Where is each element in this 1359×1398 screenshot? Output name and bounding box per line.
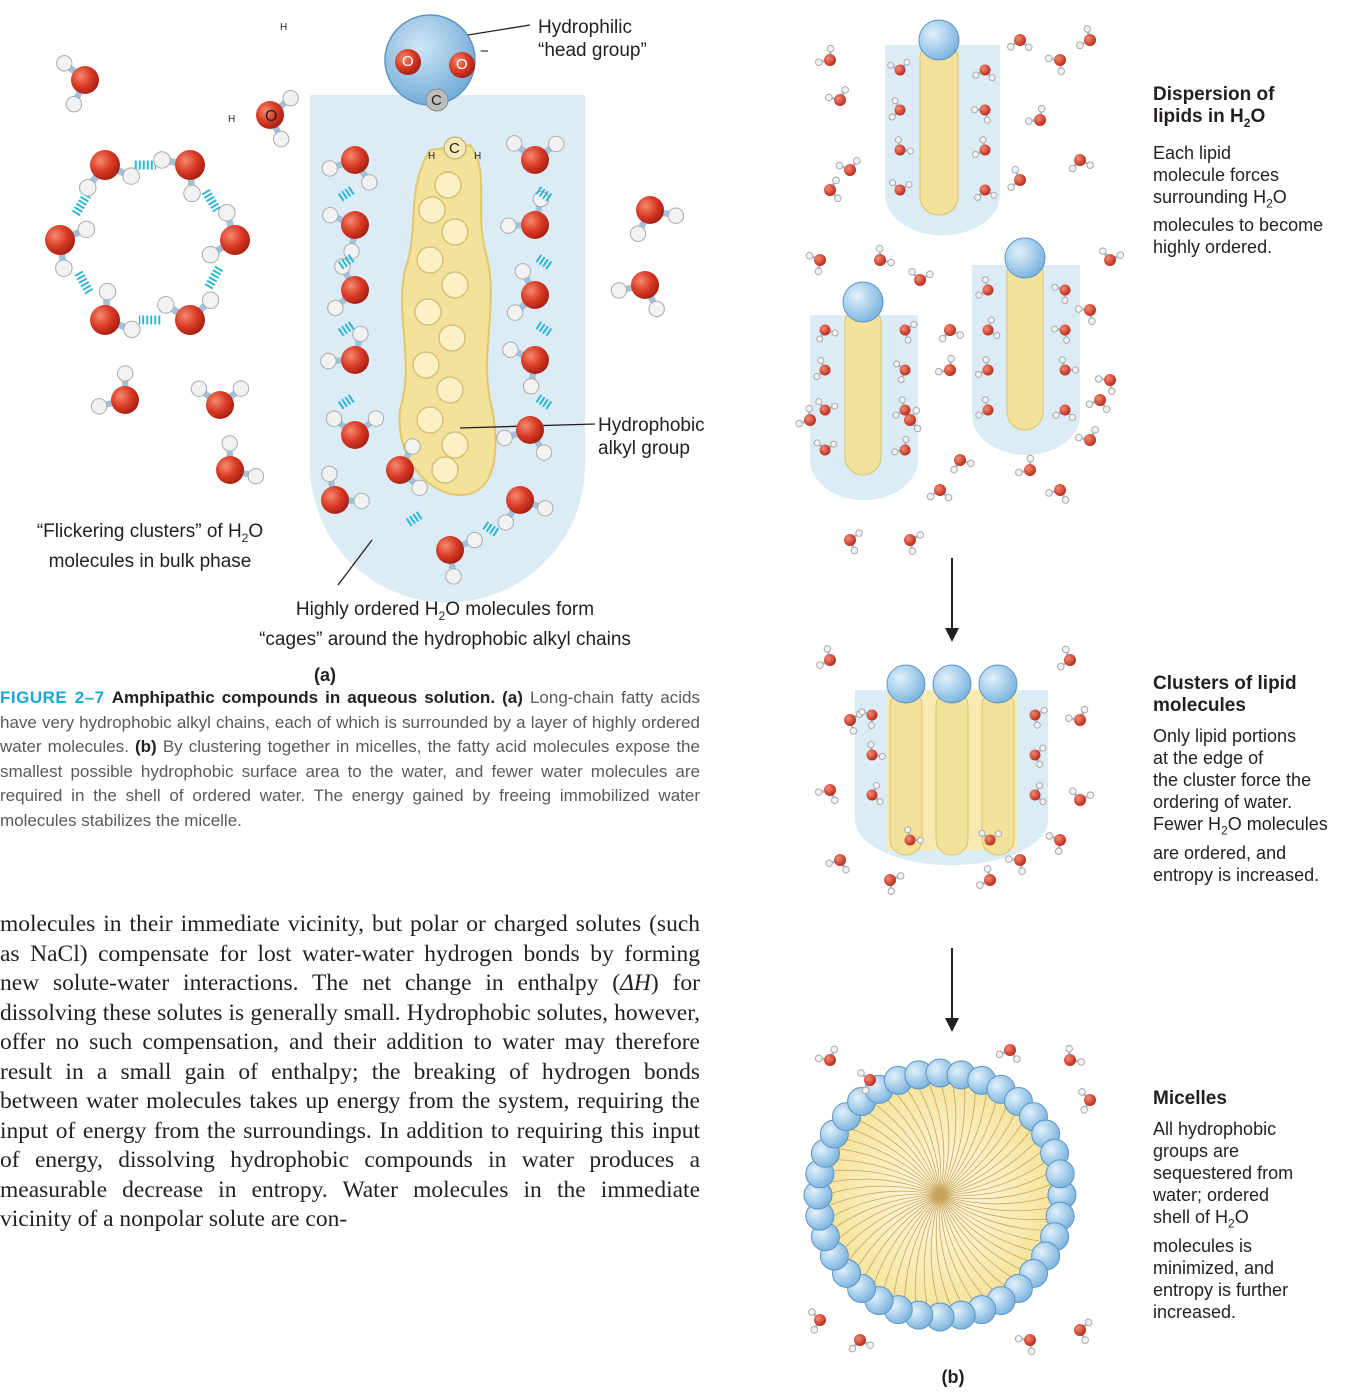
water-molecule bbox=[815, 1046, 837, 1066]
water-molecule bbox=[1076, 427, 1099, 446]
water-molecule bbox=[909, 268, 933, 286]
water-molecule bbox=[874, 245, 894, 266]
figure-number: FIGURE 2–7 bbox=[0, 688, 105, 707]
water-molecule bbox=[158, 292, 219, 335]
water-molecule bbox=[630, 196, 683, 241]
stage3-description: Micelles All hydrophobic groups are sequ… bbox=[1153, 1088, 1353, 1323]
water-molecule bbox=[1025, 105, 1046, 126]
caption-b-letter: (b) bbox=[135, 737, 157, 756]
water-molecule bbox=[1057, 646, 1076, 670]
free-water-h-label-2: H bbox=[280, 16, 287, 39]
water-molecule bbox=[1008, 166, 1026, 190]
water-molecule bbox=[996, 1044, 1020, 1062]
stage1-lipid-2 bbox=[810, 282, 918, 500]
water-molecule bbox=[1077, 26, 1096, 49]
water-molecule bbox=[1015, 1334, 1036, 1355]
water-molecule bbox=[935, 355, 956, 376]
head-c-label: C bbox=[431, 89, 442, 112]
water-molecule bbox=[977, 866, 996, 889]
head-group-label: Hydrophilic “head group” bbox=[538, 16, 647, 62]
flickering-clusters-label: “Flickering clusters” of H2O molecules i… bbox=[20, 520, 280, 573]
water-molecule bbox=[844, 530, 862, 554]
panel-b-letter: (b) bbox=[928, 1366, 978, 1389]
water-molecule bbox=[1005, 854, 1026, 875]
water-molecule bbox=[1100, 248, 1124, 266]
water-molecule bbox=[45, 221, 95, 276]
water-molecule bbox=[904, 532, 923, 555]
water-molecule bbox=[836, 158, 860, 176]
water-molecule bbox=[1074, 1319, 1092, 1343]
figure-caption: FIGURE 2–7 Amphipathic compounds in aque… bbox=[0, 686, 700, 833]
water-molecule bbox=[57, 56, 99, 112]
water-molecule bbox=[1086, 394, 1110, 413]
water-molecule bbox=[154, 150, 205, 202]
water-molecule bbox=[815, 784, 838, 804]
water-molecule bbox=[826, 854, 849, 873]
water-molecule bbox=[1069, 154, 1093, 172]
water-molecule bbox=[927, 484, 952, 501]
water-molecule bbox=[1065, 706, 1087, 726]
head-o-label-1: O bbox=[402, 50, 414, 73]
water-molecule bbox=[809, 1309, 826, 1333]
water-molecule bbox=[611, 271, 664, 317]
caption-a-letter: (a) bbox=[502, 688, 523, 707]
water-molecule bbox=[824, 177, 841, 202]
stage2-description: Clusters of lipidmolecules Only lipid po… bbox=[1153, 673, 1358, 886]
water-molecule bbox=[816, 45, 836, 66]
hydrogen-bond bbox=[78, 272, 89, 292]
water-molecule bbox=[1007, 34, 1032, 51]
alpha-c-label: C bbox=[449, 137, 460, 160]
water-molecule bbox=[91, 366, 139, 414]
water-molecule bbox=[939, 324, 963, 342]
water-molecule bbox=[80, 150, 140, 196]
water-molecule bbox=[1016, 455, 1036, 476]
water-molecule bbox=[90, 283, 140, 337]
water-molecule bbox=[1070, 788, 1094, 806]
alkyl-group-label: Hydrophobic alkyl group bbox=[598, 414, 705, 460]
water-molecule bbox=[849, 1334, 873, 1352]
head-pointer-line bbox=[468, 25, 530, 35]
body-paragraph: molecules in their immediate vicinity, b… bbox=[0, 910, 700, 1235]
water-molecule bbox=[796, 405, 816, 427]
water-molecule bbox=[884, 873, 904, 895]
alpha-h-label-2: H bbox=[474, 145, 481, 168]
water-molecule bbox=[202, 204, 250, 262]
cages-label: Highly ordered H2O molecules form “cages… bbox=[230, 598, 660, 651]
water-molecule bbox=[1095, 374, 1116, 395]
water-molecule bbox=[1046, 833, 1066, 855]
charge-label: − bbox=[480, 40, 489, 63]
hydrogen-bond bbox=[76, 195, 87, 214]
water-molecule bbox=[1079, 1089, 1096, 1113]
water-molecule bbox=[191, 381, 248, 419]
alpha-h-label-1: H bbox=[428, 145, 435, 168]
water-molecule bbox=[806, 252, 826, 274]
water-molecule bbox=[817, 646, 836, 669]
hydrogen-bond bbox=[208, 268, 219, 288]
panel-a-letter: (a) bbox=[300, 664, 350, 687]
stage1-lipid-3 bbox=[972, 238, 1080, 455]
free-water-o-label: O bbox=[265, 105, 277, 128]
water-molecule bbox=[1064, 1045, 1085, 1066]
water-molecule bbox=[216, 436, 264, 484]
delta-h: ΔH bbox=[620, 970, 651, 996]
water-molecule bbox=[1045, 54, 1066, 75]
water-molecule bbox=[951, 454, 974, 473]
water-molecule bbox=[826, 87, 849, 106]
water-molecule bbox=[1046, 484, 1069, 503]
micelle-head bbox=[1046, 1160, 1074, 1188]
stage2-lipid-cluster bbox=[855, 665, 1048, 865]
panel-b-illustration bbox=[790, 0, 1150, 1370]
head-o-label-2: O bbox=[456, 53, 468, 76]
hydrogen-bond bbox=[206, 191, 217, 210]
stage1-lipid-1 bbox=[885, 20, 1000, 235]
free-water-h-label-1: H bbox=[228, 108, 235, 131]
figure-title: Amphipathic compounds in aqueous solutio… bbox=[112, 688, 495, 707]
